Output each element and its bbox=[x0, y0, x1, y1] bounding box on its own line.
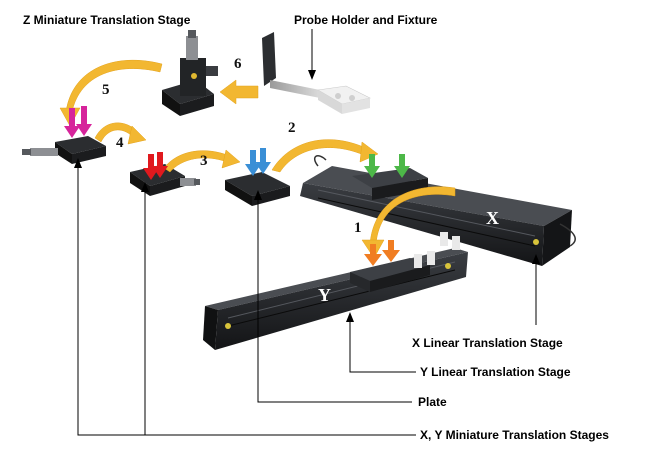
step-number-3: 3 bbox=[200, 153, 208, 169]
marker-arrows-orange bbox=[364, 240, 400, 266]
label-plate: Plate bbox=[418, 395, 447, 409]
step-number-2: 2 bbox=[288, 120, 296, 136]
label-x-linear-stage: X Linear Translation Stage bbox=[412, 336, 563, 350]
label-xy-mini-stages: X, Y Miniature Translation Stages bbox=[420, 428, 609, 442]
leader-probe bbox=[308, 29, 316, 80]
label-z-mini-stage: Z Miniature Translation Stage bbox=[23, 13, 191, 27]
plate-block bbox=[225, 172, 290, 206]
label-y-linear-stage: Y Linear Translation Stage bbox=[420, 365, 571, 379]
step-number-5: 5 bbox=[102, 82, 110, 98]
step-number-1: 1 bbox=[354, 220, 362, 236]
x-linear-stage: X bbox=[300, 155, 576, 266]
leader-y-linear bbox=[346, 312, 416, 373]
marker-arrows-magenta bbox=[64, 106, 92, 138]
label-probe-holder: Probe Holder and Fixture bbox=[294, 13, 438, 27]
leader-xy-mini bbox=[74, 158, 416, 436]
marker-arrows-red bbox=[143, 152, 168, 180]
x-stage-letter: X bbox=[486, 208, 499, 228]
y-linear-stage: Y bbox=[203, 248, 468, 350]
step-number-6: 6 bbox=[234, 56, 242, 72]
step-number-4: 4 bbox=[116, 135, 124, 151]
y-stage-letter: Y bbox=[318, 285, 331, 305]
leader-plate bbox=[254, 190, 412, 403]
flow-arrow-3 bbox=[163, 149, 241, 173]
marker-arrows-blue bbox=[245, 148, 271, 176]
marker-arrows-green bbox=[364, 154, 410, 178]
flow-arrow-2 bbox=[271, 139, 379, 173]
z-mini-stage bbox=[162, 30, 218, 116]
flow-arrow-5 bbox=[59, 60, 163, 127]
flow-arrow-6 bbox=[219, 79, 259, 105]
probe-holder bbox=[262, 32, 371, 114]
flow-arrow-4 bbox=[94, 122, 147, 145]
xy-mini-stage-left bbox=[22, 136, 106, 164]
leader-x-linear bbox=[532, 254, 540, 325]
